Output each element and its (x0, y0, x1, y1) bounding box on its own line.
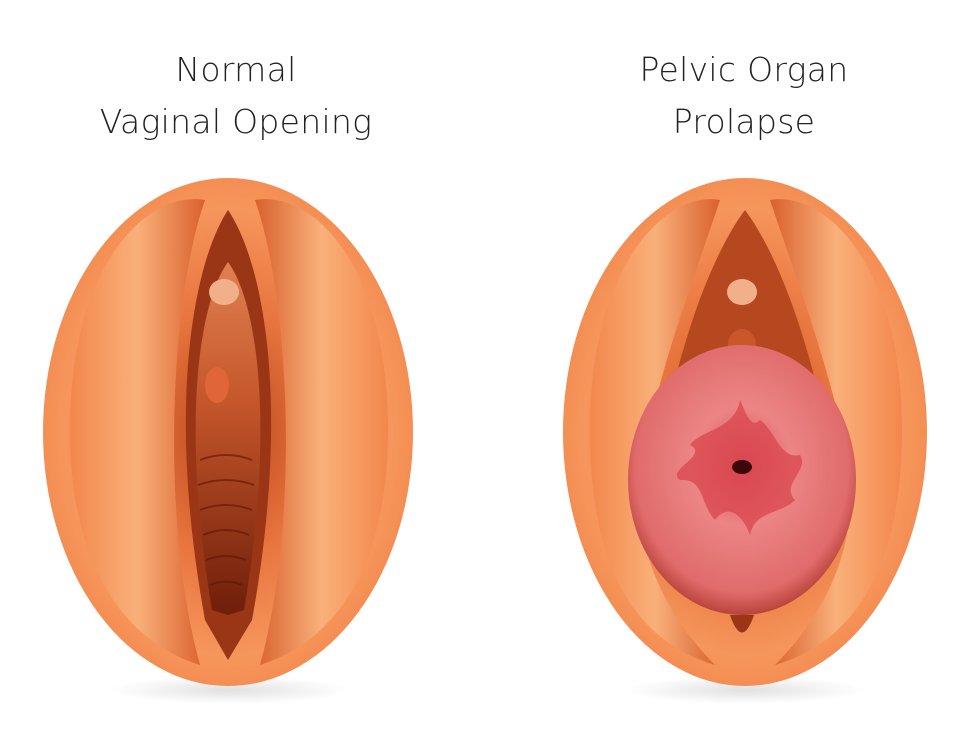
normal-title: Normal Vaginal Opening (40, 44, 432, 148)
posterior-fourchette (730, 615, 754, 633)
clitoris (727, 279, 757, 305)
left-labium (590, 199, 720, 665)
cervical-os (732, 460, 752, 474)
ground-shadow (110, 676, 350, 704)
right-labium (770, 199, 902, 665)
clitoris (209, 279, 239, 305)
prolapse-title: Pelvic Organ Prolapse (548, 44, 940, 148)
left-labium (70, 199, 205, 665)
urethral-opening (205, 367, 229, 403)
right-labium (255, 199, 388, 665)
prolapse-illustration (563, 178, 927, 704)
ground-shadow (625, 676, 865, 704)
prolapse-title-line1: Pelvic Organ (639, 50, 849, 89)
normal-title-line1: Normal (175, 50, 297, 89)
vaginal-rugae (197, 454, 255, 586)
normal-vulva-illustration (43, 178, 413, 704)
normal-title-line2: Vaginal Opening (99, 102, 373, 141)
prolapse-title-line2: Prolapse (672, 102, 816, 141)
vaginal-canal (195, 262, 261, 615)
